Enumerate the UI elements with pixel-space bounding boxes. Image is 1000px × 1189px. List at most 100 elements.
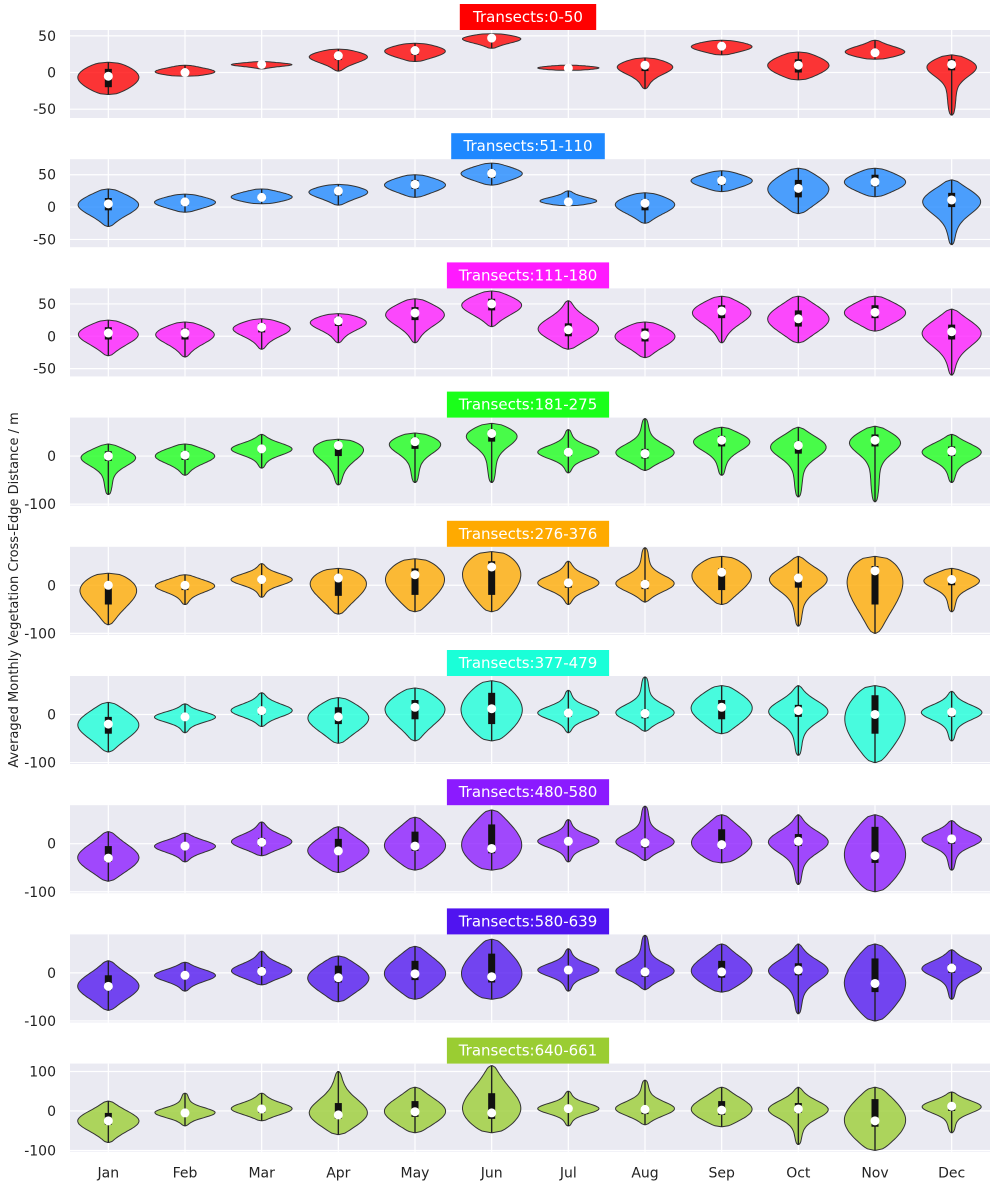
iqr-box: [488, 1093, 496, 1119]
panel-title: Transects:640-661: [446, 1037, 610, 1064]
iqr-box: [488, 561, 496, 595]
y-tick-label: 0: [47, 707, 56, 723]
y-tick-label: 50: [38, 297, 56, 313]
plot-area: [70, 676, 990, 764]
panel-6: -100 0 Transects:377-479: [24, 650, 990, 772]
x-tick-jun: Jun: [480, 1166, 503, 1182]
median-dot: [947, 574, 957, 584]
panel-title: Transects:580-639: [446, 908, 610, 935]
median-dot: [793, 314, 803, 324]
median-dot: [563, 578, 573, 588]
median-dot: [257, 706, 267, 716]
panel-title-bg: [446, 1037, 610, 1064]
median-dot: [717, 176, 727, 186]
median-dot: [180, 970, 190, 980]
median-dot: [103, 981, 113, 991]
median-dot: [870, 566, 880, 576]
x-tick-oct: Oct: [786, 1166, 811, 1182]
panel-title-text: Transects:377-479: [458, 654, 598, 672]
median-dot: [103, 71, 113, 81]
median-dot: [947, 327, 957, 337]
y-tick-label: -100: [24, 756, 56, 772]
median-dot: [870, 48, 880, 58]
median-dot: [410, 841, 420, 851]
y-tick-label: -100: [24, 885, 56, 901]
median-dot: [640, 838, 650, 848]
median-dot: [640, 449, 650, 459]
y-tick-label: 50: [38, 29, 56, 45]
median-dot: [717, 41, 727, 51]
panel-title: Transects:276-376: [446, 520, 610, 547]
median-dot: [717, 967, 727, 977]
iqr-box: [104, 582, 112, 605]
panel-title-bg: [446, 908, 610, 935]
median-dot: [717, 1105, 727, 1115]
x-tick-nov: Nov: [861, 1166, 888, 1182]
x-tick-dec: Dec: [938, 1166, 965, 1182]
median-dot: [333, 51, 343, 61]
median-dot: [793, 965, 803, 975]
median-dot: [947, 59, 957, 69]
median-dot: [333, 973, 343, 983]
median-dot: [870, 851, 880, 861]
x-tick-apr: Apr: [326, 1166, 350, 1182]
y-tick-label: 0: [47, 449, 56, 465]
median-dot: [103, 719, 113, 729]
median-dot: [410, 702, 420, 712]
panel-2: -50 0 50 Transects:51-110: [33, 133, 990, 248]
median-dot: [257, 966, 267, 976]
median-dot: [793, 836, 803, 846]
iqr-box: [871, 958, 879, 993]
y-tick-label: -100: [24, 1143, 56, 1159]
median-dot: [640, 60, 650, 70]
median-dot: [257, 574, 267, 584]
panel-title-text: Transects:640-661: [458, 1042, 598, 1060]
y-tick-label: 0: [47, 1104, 56, 1120]
y-tick-label: -50: [33, 102, 56, 118]
y-tick-label: -50: [33, 232, 56, 248]
panel-title-text: Transects:111-180: [458, 266, 598, 284]
median-dot: [487, 428, 497, 438]
y-tick-label: -100: [24, 1014, 56, 1030]
median-dot: [410, 437, 420, 447]
median-dot: [717, 306, 727, 316]
median-dot: [103, 580, 113, 590]
median-dot: [487, 562, 497, 572]
plot-area: [70, 1063, 990, 1152]
median-dot: [410, 1107, 420, 1117]
median-dot: [640, 1104, 650, 1114]
panel-title-bg: [446, 779, 610, 806]
median-dot: [793, 60, 803, 70]
median-dot: [333, 573, 343, 583]
median-dot: [793, 1104, 803, 1114]
median-dot: [563, 63, 573, 73]
y-tick-label: 0: [47, 578, 56, 594]
plot-area: [70, 546, 990, 635]
panel-1: -50 0 50 Transects:0-50: [33, 4, 990, 118]
median-dot: [487, 972, 497, 982]
median-dot: [103, 328, 113, 338]
panel-title-text: Transects:51-110: [463, 137, 593, 155]
median-dot: [487, 168, 497, 178]
iqr-box: [871, 1099, 879, 1127]
median-dot: [717, 840, 727, 850]
median-dot: [257, 444, 267, 454]
y-tick-label: 0: [47, 200, 56, 216]
panel-title-bg: [446, 520, 610, 547]
median-dot: [870, 709, 880, 719]
iqr-box: [488, 953, 496, 983]
median-dot: [180, 68, 190, 78]
panel-title-text: Transects:0-50: [472, 8, 583, 26]
median-dot: [640, 198, 650, 208]
median-dot: [333, 316, 343, 326]
median-dot: [410, 46, 420, 56]
panel-title: Transects:51-110: [451, 133, 605, 160]
panel-title-bg: [451, 133, 605, 160]
y-tick-label: 0: [47, 66, 56, 82]
y-tick-label: 50: [38, 168, 56, 184]
